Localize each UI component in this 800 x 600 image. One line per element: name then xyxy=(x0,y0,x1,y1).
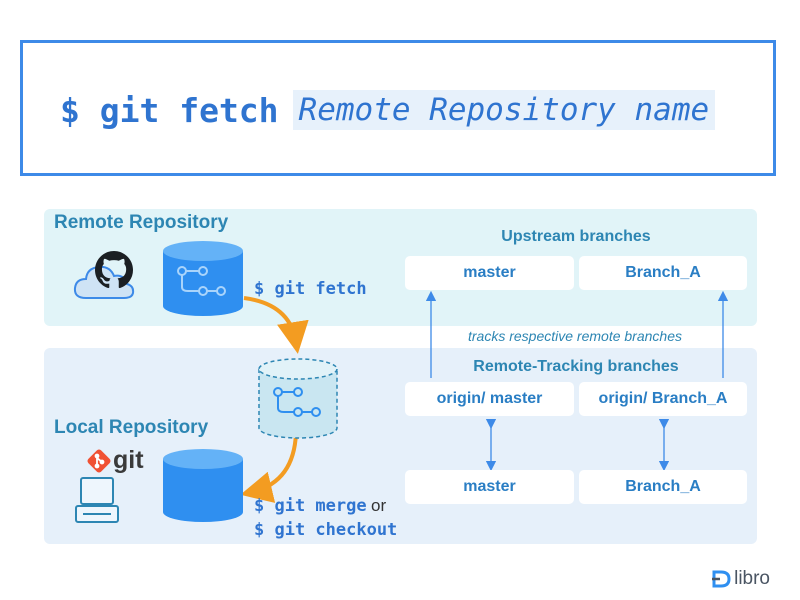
git-logo: git xyxy=(87,446,144,475)
local-database-icon xyxy=(163,449,243,522)
brand-logo-text: libro xyxy=(734,568,770,589)
d-logo-icon xyxy=(712,570,731,588)
remote-repository-title: Remote Repository xyxy=(54,212,229,233)
merge-arrow xyxy=(240,432,298,503)
local-repository-title: Local Repository xyxy=(54,417,209,438)
fetched-database-icon xyxy=(258,358,338,439)
local-branch-master: master xyxy=(405,470,574,504)
upstream-branch-branch-a: Branch_A xyxy=(579,256,747,290)
command-line: $ git fetch Remote Repository name xyxy=(60,88,716,132)
upstream-branch-master: master xyxy=(405,256,574,290)
cloud-icon xyxy=(73,265,135,299)
fetch-command: $ git fetch xyxy=(254,279,367,299)
remote-database-icon xyxy=(163,241,243,316)
laptop-icon xyxy=(75,477,119,523)
remote-tracking-branch-master: origin/ master xyxy=(405,382,574,416)
remote-tracking-branch-branch-a: origin/ Branch_A xyxy=(579,382,747,416)
command-prefix: $ git fetch xyxy=(60,90,279,130)
git-logo-icon xyxy=(87,449,111,472)
git-logo-text: git xyxy=(113,446,144,474)
tracks-note: tracks respective remote branches xyxy=(468,328,682,344)
merge-line: $ git merge or xyxy=(254,496,386,516)
local-panel xyxy=(44,348,757,544)
brand-logo: libro xyxy=(712,568,770,590)
remote-tracking-branches-title: Remote-Tracking branches xyxy=(473,358,679,375)
upstream-branches-title: Upstream branches xyxy=(501,228,651,245)
local-branch-branch-a: Branch_A xyxy=(579,470,747,504)
or-text: or xyxy=(371,496,387,515)
github-icon xyxy=(95,251,133,289)
command-argument: Remote Repository name xyxy=(292,90,716,130)
fetch-arrow xyxy=(243,296,309,354)
checkout-command: $ git checkout xyxy=(254,520,398,540)
merge-command: $ git merge xyxy=(254,496,367,516)
